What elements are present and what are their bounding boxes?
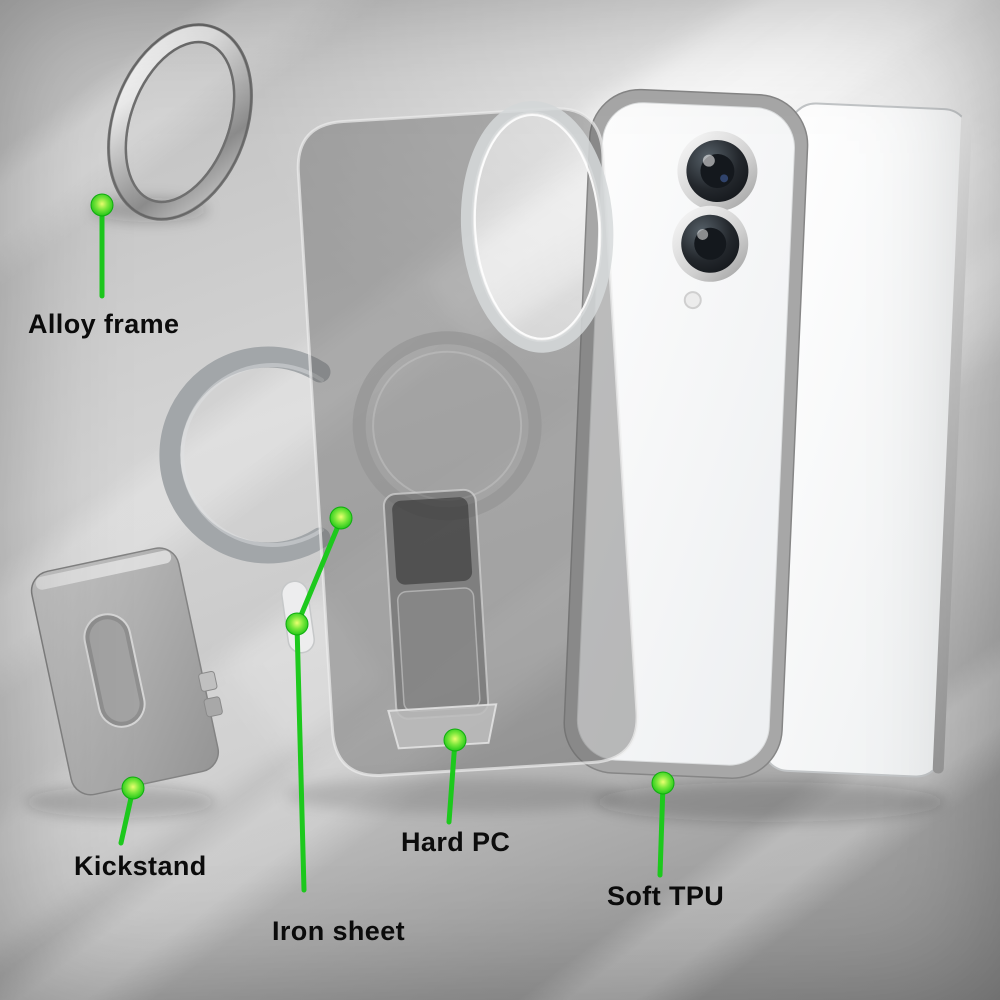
phone-in-case <box>563 88 809 779</box>
camera-flash <box>683 291 702 310</box>
kickstand-part <box>30 547 223 796</box>
callout-dot-alloy-frame <box>90 193 114 217</box>
kickstand-top-bevel <box>35 550 172 590</box>
panel-frame-edge <box>932 114 973 774</box>
camera-cutout-rim <box>460 101 614 353</box>
magnet-ring-highlight <box>180 363 324 547</box>
kickstand-hinge <box>203 696 223 718</box>
callout-dot-hard-pc <box>443 728 467 752</box>
shadow-phone <box>595 782 945 822</box>
callout-line-hard-pc <box>446 738 458 825</box>
label-soft-tpu: Soft TPU <box>607 881 725 911</box>
label-kickstand: Kickstand <box>74 851 207 881</box>
camera-lens-bottom <box>672 205 749 282</box>
callout-dot-iron-sheet-b <box>285 612 309 636</box>
back-panel <box>761 102 973 778</box>
kickstand-slot-inner <box>89 619 140 722</box>
hard-pc-case <box>296 101 639 777</box>
alloy-frame-ring <box>107 23 253 221</box>
callout-dots <box>90 193 675 800</box>
shadow-kickstand <box>25 786 215 818</box>
phone-back <box>576 102 795 766</box>
shadow-case <box>285 777 625 813</box>
label-hard-pc: Hard PC <box>401 827 511 857</box>
kickstand-hinge <box>198 670 218 692</box>
callout-line-soft-tpu <box>657 781 666 878</box>
camera-cutout-inner-rim <box>473 114 601 340</box>
callout-dot-kickstand <box>121 776 145 800</box>
kickstand-slot <box>382 488 498 750</box>
label-alloy-frame: Alloy frame <box>28 309 180 339</box>
magnet-ring <box>159 346 331 564</box>
label-iron-sheet: Iron sheet <box>272 916 406 946</box>
camera-lens-top <box>677 131 758 212</box>
callout-dot-soft-tpu <box>651 771 675 795</box>
callout-dot-iron-sheet-a <box>329 506 353 530</box>
